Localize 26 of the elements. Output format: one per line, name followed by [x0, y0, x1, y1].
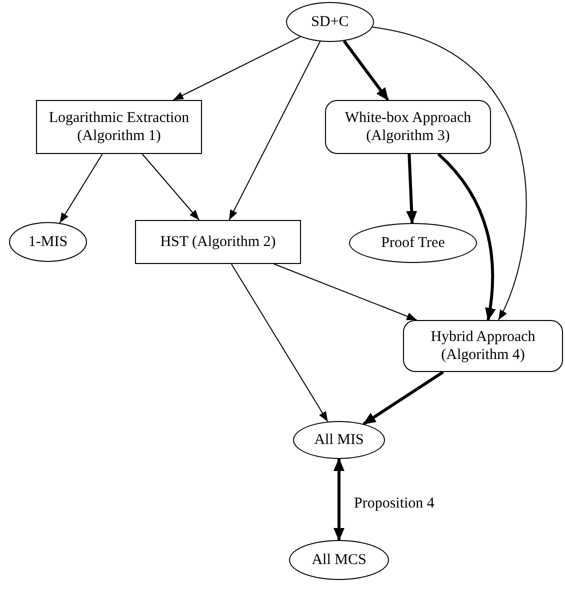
arrow — [342, 40, 390, 101]
arrow — [228, 40, 321, 220]
node-label: Logarithmic Extraction (Algorithm 1) — [48, 109, 190, 145]
arrow — [142, 154, 200, 220]
node-label: White-box Approach (Algorithm 3) — [344, 109, 472, 145]
node-label: All MCS — [312, 551, 366, 569]
node-label: All MIS — [314, 431, 364, 449]
rounded-box — [325, 100, 491, 154]
node-label: SD+C — [311, 13, 349, 31]
process-box — [135, 220, 301, 264]
node-label: HST (Algorithm 2) — [160, 233, 276, 251]
node-label: 1-MIS — [28, 233, 68, 251]
rounded-box — [403, 320, 563, 372]
arrow — [59, 154, 103, 224]
arrow — [437, 152, 496, 321]
node-label: Proof Tree — [381, 234, 445, 252]
edge-label: Proposition 4 — [352, 496, 436, 512]
arrow — [372, 26, 526, 320]
arrow — [406, 154, 418, 224]
node-label: Hybrid Approach (Algorithm 4) — [430, 328, 536, 364]
arrow — [362, 370, 444, 426]
process-box — [36, 100, 202, 154]
arrow — [274, 264, 418, 320]
arrow — [172, 36, 301, 100]
arrow — [334, 458, 344, 541]
arrow — [230, 264, 328, 422]
